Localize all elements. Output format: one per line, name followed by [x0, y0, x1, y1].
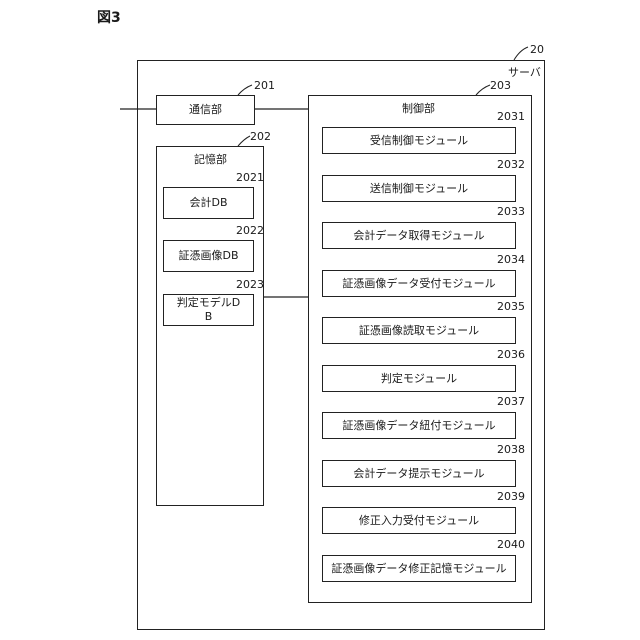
module-ref: 2033 — [497, 205, 525, 218]
db-box-voucher-image: 証憑画像DB — [163, 240, 254, 272]
module-label: 会計データ取得モジュール — [353, 229, 484, 243]
comm-unit-box: 通信部 — [156, 95, 255, 125]
module-box-2032: 送信制御モジュール — [322, 175, 516, 202]
module-ref: 2036 — [497, 348, 525, 361]
db-label-accounting: 会計DB — [189, 196, 227, 210]
control-unit-label: 制御部 — [402, 100, 435, 116]
module-ref: 2032 — [497, 158, 525, 171]
module-ref: 2034 — [497, 253, 525, 266]
module-box-2033: 会計データ取得モジュール — [322, 222, 516, 249]
server-ref: 20 — [530, 43, 544, 56]
module-label: 受信制御モジュール — [370, 134, 468, 148]
control-unit-ref: 203 — [490, 79, 511, 92]
module-label: 証憑画像データ受付モジュール — [342, 277, 495, 291]
module-box-2034: 証憑画像データ受付モジュール — [322, 270, 516, 297]
module-label: 判定モジュール — [381, 372, 457, 386]
module-box-2037: 証憑画像データ紐付モジュール — [322, 412, 516, 439]
module-label: 会計データ提示モジュール — [353, 467, 484, 481]
storage-unit-label: 記憶部 — [194, 151, 227, 167]
module-box-2031: 受信制御モジュール — [322, 127, 516, 154]
db-ref-voucher-image: 2022 — [236, 224, 264, 237]
leader-20 — [514, 47, 528, 60]
db-label-judgment-model: 判定モデルDB — [174, 296, 244, 324]
module-ref: 2039 — [497, 490, 525, 503]
module-label: 送信制御モジュール — [370, 182, 468, 196]
db-ref-judgment-model: 2023 — [236, 278, 264, 291]
db-box-judgment-model: 判定モデルDB — [163, 294, 254, 326]
module-label: 修正入力受付モジュール — [359, 514, 479, 528]
module-ref: 2037 — [497, 395, 525, 408]
db-box-accounting: 会計DB — [163, 187, 254, 219]
module-ref: 2040 — [497, 538, 525, 551]
module-box-2036: 判定モジュール — [322, 365, 516, 392]
module-box-2035: 証憑画像読取モジュール — [322, 317, 516, 344]
module-box-2039: 修正入力受付モジュール — [322, 507, 516, 534]
storage-unit-ref: 202 — [250, 130, 271, 143]
module-box-2040: 証憑画像データ修正記憶モジュール — [322, 555, 516, 582]
module-label: 証憑画像データ紐付モジュール — [342, 419, 495, 433]
module-ref: 2031 — [497, 110, 525, 123]
db-label-voucher-image: 証憑画像DB — [178, 249, 238, 263]
module-ref: 2035 — [497, 300, 525, 313]
server-label: サーバ — [508, 64, 541, 80]
db-ref-accounting: 2021 — [236, 171, 264, 184]
module-label: 証憑画像データ修正記憶モジュール — [331, 562, 506, 576]
module-ref: 2038 — [497, 443, 525, 456]
comm-unit-ref: 201 — [254, 79, 275, 92]
module-box-2038: 会計データ提示モジュール — [322, 460, 516, 487]
module-label: 証憑画像読取モジュール — [359, 324, 479, 338]
comm-unit-label: 通信部 — [189, 103, 222, 117]
